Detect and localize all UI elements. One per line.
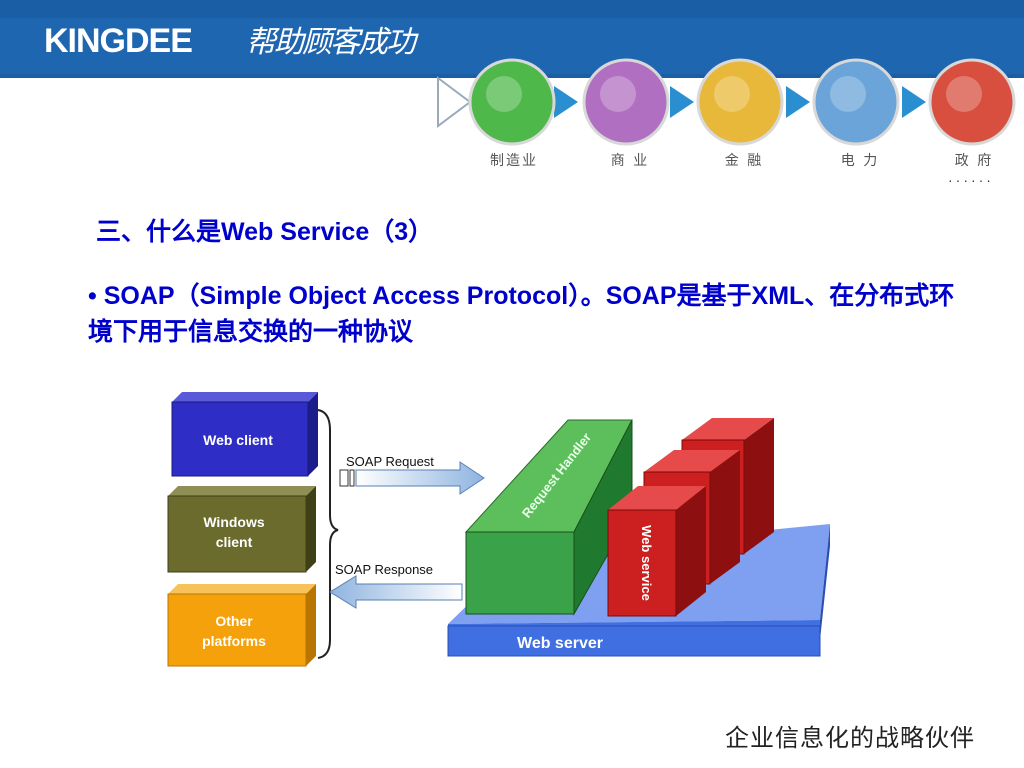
brand-logo: KINGDEE (44, 22, 193, 60)
industry-circles (468, 58, 1016, 146)
industry-circle-commerce (582, 58, 670, 146)
bullet-text: • SOAP（Simple Object Access Protocol）。SO… (88, 282, 955, 346)
industry-circle-finance (696, 58, 784, 146)
industry-label-government: 政 府 (954, 153, 994, 169)
industry-label-manufacturing: 制造业 (490, 153, 538, 169)
industry-label-commerce: 商 业 (610, 153, 650, 169)
client-brace (317, 409, 339, 659)
industry-circle-manufacturing (468, 58, 556, 146)
industry-label-finance: 金 融 (724, 153, 764, 169)
soap-response-label: SOAP Response (335, 562, 433, 577)
industry-strip-graphics (437, 76, 926, 128)
industry-circle-power (812, 58, 900, 146)
header-bar (0, 0, 1024, 78)
play-arrow-icon (786, 86, 810, 118)
industry-highlight-finance (714, 76, 750, 112)
industry-strip (437, 58, 1016, 146)
decorative-dots: ······ (948, 172, 994, 188)
client-other-label-1: Other (215, 613, 253, 629)
web-service-label: Web service (639, 525, 654, 601)
play-arrow-icon (670, 86, 694, 118)
client-web-label: Web client (203, 432, 273, 448)
client-other: Other platforms (167, 584, 316, 667)
client-web: Web client (171, 392, 318, 477)
soap-response-arrow: SOAP Response (329, 562, 463, 609)
client-windows: Windows client (167, 486, 316, 573)
brand-slogan: 帮助顾客成功 (246, 25, 416, 60)
soap-request-arrow: SOAP Request (339, 454, 485, 495)
play-arrow-icon (437, 76, 472, 128)
play-arrow-icon (554, 86, 578, 118)
soap-request-label: SOAP Request (346, 454, 434, 469)
industry-highlight-commerce (600, 76, 636, 112)
play-arrow-icon (902, 86, 926, 118)
client-windows-label-1: Windows (203, 514, 265, 530)
industry-highlight-manufacturing (486, 76, 522, 112)
industry-circle-government (928, 58, 1016, 146)
industry-highlight-government (946, 76, 982, 112)
slide-title: 三、什么是Web Service（3） (96, 218, 434, 246)
web-service-stack-front: Web service (607, 486, 706, 617)
industry-label-power: 电 力 (840, 153, 880, 169)
web-server-label: Web server (517, 635, 603, 652)
client-windows-label-2: client (216, 534, 253, 550)
footer-tagline: 企业信息化的战略伙伴 (725, 725, 975, 752)
client-other-label-2: platforms (202, 633, 266, 649)
industry-highlight-power (830, 76, 866, 112)
